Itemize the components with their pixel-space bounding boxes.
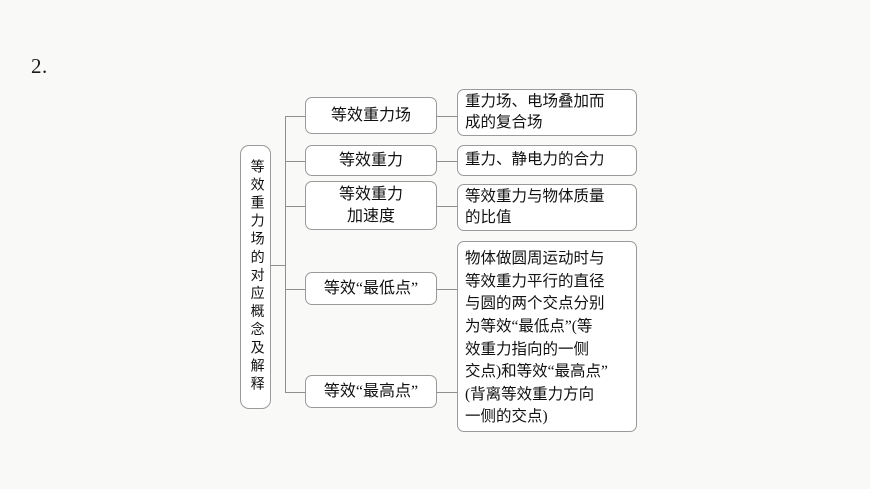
definition-box-equivalent-gravity-field[interactable]: 重力场、电场叠加而 成的复合场 [457,89,637,136]
definition-line-1: 等效重力与物体质量 [465,188,605,206]
connector-node-2-to-detail [437,161,458,162]
concept-node-equivalent-gravity[interactable]: 等效重力 [305,145,437,176]
connector-trunk-to-node-1 [285,116,306,117]
connector-node-4-to-detail [437,289,458,290]
definition-line-3: 与圆的两个交点分别 [465,295,605,313]
connector-trunk-to-node-2 [285,161,306,162]
concept-node-label-line-1: 等效重力 [338,186,403,204]
definition-box-equivalent-lowest-and-highest-point[interactable]: 物体做圆周运动时与 等效重力平行的直径 与圆的两个交点分别 为等效“最低点”(等… [457,241,637,432]
definition-box-equivalent-gravity-acceleration[interactable]: 等效重力与物体质量 的比值 [457,184,637,231]
definition-line-6: 交点)和等效“最高点” [465,363,608,381]
definition-line-1: 物体做圆周运动时与 [465,250,605,267]
concept-node-equivalent-gravity-field[interactable]: 等效重力场 [305,97,437,134]
concept-node-label: 等效重力 [338,151,403,169]
connector-root-stub [271,265,286,266]
definition-line-4: 为等效“最低点”(等 [465,317,593,335]
concept-node-equivalent-highest-point[interactable]: 等效“最高点” [305,375,437,408]
connector-trunk [285,116,286,393]
definition-line-2: 等效重力平行的直径 [465,272,605,290]
concept-node-label: 等效重力场 [330,106,411,124]
definition-line-7: (背离等效重力方向 [465,385,595,403]
definition-text: 重力、静电力的合力 [465,150,629,170]
definition-line-2: 的比值 [465,208,512,226]
connector-trunk-to-node-5 [285,392,306,393]
concept-node-label: 等效“最低点” [323,279,419,297]
definition-box-equivalent-gravity[interactable]: 重力、静电力的合力 [457,145,637,176]
connector-node-1-to-detail [437,116,458,117]
root-node[interactable]: 等效重力场的对应概念及解释 [240,145,271,409]
definition-text: 等效重力与物体质量 的比值 [465,187,629,228]
definition-text: 物体做圆周运动时与 等效重力平行的直径 与圆的两个交点分别 为等效“最低点”(等… [465,248,629,429]
concept-node-equivalent-lowest-point[interactable]: 等效“最低点” [305,272,437,305]
connector-node-3-to-detail [437,206,458,207]
connector-trunk-to-node-3 [285,206,306,207]
definition-line-5: 效重力指向的一侧 [465,340,590,358]
item-number: 2. [31,54,48,78]
concept-node-equivalent-gravity-acceleration[interactable]: 等效重力 加速度 [305,181,437,230]
connector-node-5-to-detail [437,392,458,393]
definition-line-1: 重力、静电力的合力 [465,151,605,169]
definition-text: 重力场、电场叠加而 成的复合场 [465,92,629,133]
concept-node-label: 等效“最高点” [323,382,419,400]
root-node-label: 等效重力场的对应概念及解释 [248,159,264,395]
connector-trunk-to-node-4 [285,289,306,290]
definition-line-2: 成的复合场 [465,113,543,131]
definition-line-1: 重力场、电场叠加而 [465,93,605,111]
concept-node-label-line-2: 加速度 [346,207,395,225]
concept-node-label: 等效重力 加速度 [339,184,403,226]
definition-line-8: 一侧的交点) [465,408,548,426]
